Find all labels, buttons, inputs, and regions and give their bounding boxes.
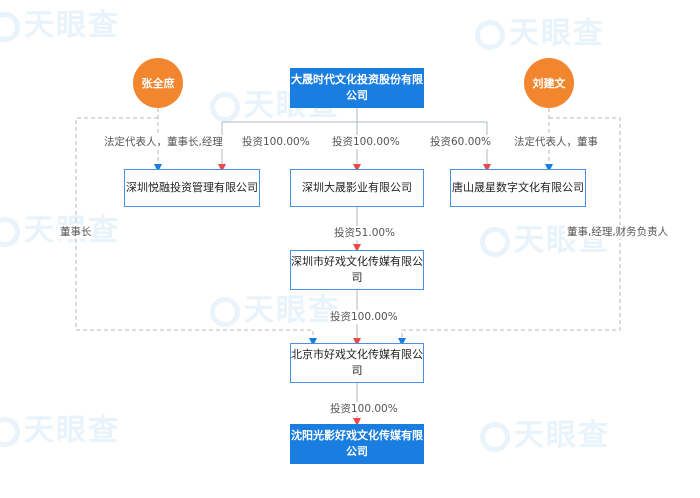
edge-label: 董事,经理,财务负责人	[565, 225, 671, 239]
company-name: 沈阳光影好戏文化传媒有限公司	[291, 429, 423, 458]
watermark: 天眼查	[475, 8, 605, 52]
watermark: 天眼查	[210, 285, 340, 329]
edge-label: 投资51.00%	[332, 226, 398, 240]
company-name: 唐山晟星数字文化有限公司	[452, 181, 584, 194]
edge-label: 法定代表人，董事长,经理	[102, 135, 225, 149]
edge-zhang-to-beijing	[75, 117, 317, 346]
person-name: 张全庶	[141, 77, 175, 90]
edge-label: 法定代表人，董事	[512, 135, 600, 149]
company-node-beijing-haoxi[interactable]: 北京市好戏文化传媒有限公司	[290, 343, 424, 383]
edge-label: 投资100.00%	[328, 402, 400, 416]
edge-label: 投资100.00%	[330, 135, 402, 149]
company-name: 深圳大晟影业有限公司	[302, 181, 412, 194]
watermark: 天眼查	[0, 205, 120, 249]
company-name: 深圳悦融投资管理有限公司	[126, 181, 258, 194]
company-node-shenyang[interactable]: 沈阳光影好戏文化传媒有限公司	[290, 424, 424, 464]
company-name: 深圳市好戏文化传媒有限公司	[291, 255, 423, 284]
person-node-zhang[interactable]: 张全庶	[133, 58, 183, 108]
company-node-top[interactable]: 大晟时代文化投资股份有限公司	[290, 68, 424, 108]
company-name: 北京市好戏文化传媒有限公司	[291, 348, 423, 377]
company-node-dasheng-film[interactable]: 深圳大晟影业有限公司	[290, 169, 424, 207]
person-node-liu[interactable]: 刘建文	[524, 58, 574, 108]
watermark: 天眼查	[0, 0, 120, 44]
edge-liu-to-beijing	[398, 117, 621, 346]
company-node-yuerong[interactable]: 深圳悦融投资管理有限公司	[124, 169, 260, 207]
company-node-shenzhen-haoxi[interactable]: 深圳市好戏文化传媒有限公司	[290, 250, 424, 290]
person-name: 刘建文	[532, 77, 566, 90]
company-node-tangshan[interactable]: 唐山晟星数字文化有限公司	[450, 169, 586, 207]
watermark: 天眼查	[0, 405, 120, 449]
edge-label: 投资60.00%	[428, 135, 494, 149]
watermark: 天眼查	[480, 410, 610, 454]
edge-label: 投资100.00%	[328, 310, 400, 324]
edge-label: 投资100.00%	[240, 135, 312, 149]
edge-label: 董事长	[58, 225, 94, 239]
company-name: 大晟时代文化投资股份有限公司	[291, 73, 423, 102]
